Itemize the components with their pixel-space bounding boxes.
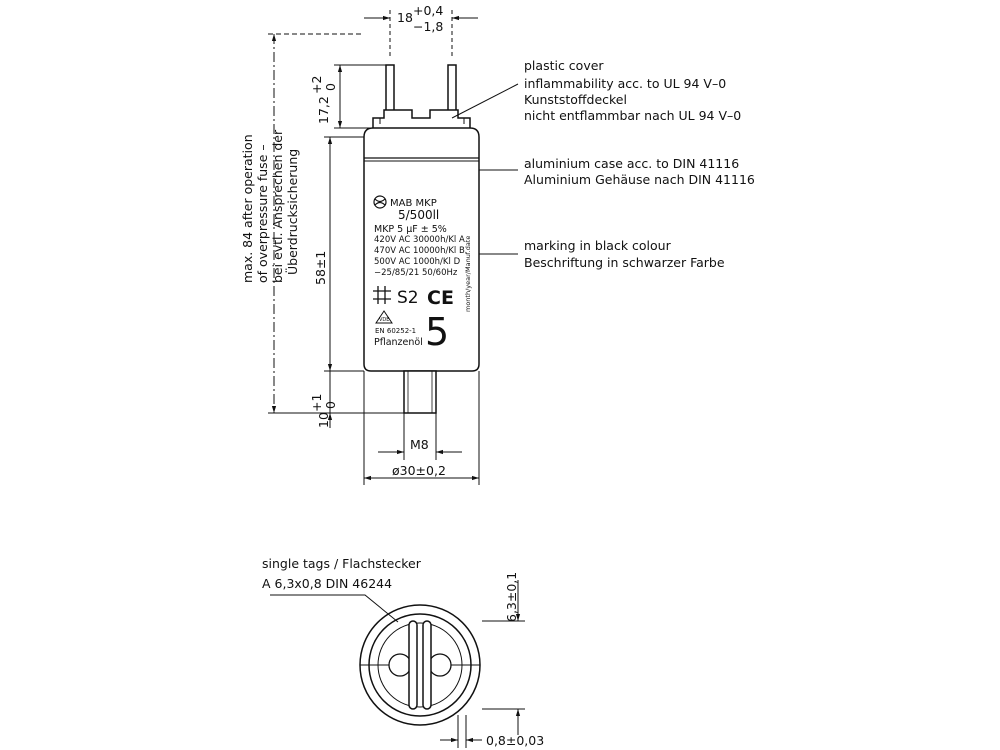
top-view-dimensions [440, 580, 525, 748]
label-row: −25/85/21 50/60Hz [374, 268, 458, 278]
dim-tag-spacing: 18 [397, 10, 413, 25]
plastic-cover [372, 109, 471, 128]
label-row: MKP 5 µF ± 5% [374, 224, 447, 235]
callout-line: marking in black colour [524, 238, 672, 253]
dim-tag-width: 6,3±0,1 [504, 572, 519, 622]
label-standard: EN 60252-1 [375, 327, 416, 335]
label-row: 500V AC 1000h/Kl D [374, 257, 461, 267]
label-brand: MAB MKP [390, 198, 437, 209]
label-row: 420V AC 30000h/Kl A [374, 235, 465, 245]
side-note-line: Überdrucksicherung [284, 149, 300, 275]
tags-note-line: single tags / Flachstecker [262, 556, 422, 571]
dim-body-length: 58±1 [313, 251, 328, 285]
side-note-line: bei evtl. Ansprechen der [270, 129, 285, 283]
label-lot: S2 [397, 288, 419, 308]
side-note-line: max. 84 after operation [240, 134, 255, 283]
callout-case: aluminium case acc. to DIN 41116 Alumini… [524, 156, 755, 187]
hash-icon [373, 286, 391, 304]
label-date-code: month/year/Manuf.date [464, 236, 472, 312]
vde-mark-icon: VDE [375, 310, 393, 324]
inner-ring [377, 622, 463, 708]
label-big-value: 5 [425, 310, 449, 354]
capacitor-side-view [363, 64, 480, 414]
side-note: max. 84 after operation of overpressure … [240, 129, 300, 283]
dim-stud-length-tol-upper: +1 [309, 394, 324, 412]
vde-mark-text: VDE [379, 317, 389, 323]
callout-cover: plastic cover inflammability acc. to UL … [524, 58, 741, 123]
tag-top-right [422, 620, 432, 710]
dim-stud-length: 10 [316, 412, 331, 428]
callout-marking: marking in black colour Beschriftung in … [524, 238, 725, 270]
callout-line: nicht entflammbar nach UL 94 V–0 [524, 108, 741, 123]
dim-thread: M8 [410, 437, 429, 452]
callout-line: Beschriftung in schwarzer Farbe [524, 255, 725, 270]
label-oil: Pflanzenöl [374, 337, 423, 348]
callout-line: Aluminium Gehäuse nach DIN 41116 [524, 172, 755, 187]
top-view [270, 594, 481, 726]
dim-stud-length-tol-lower: 0 [323, 401, 338, 409]
callout-line: plastic cover [524, 58, 604, 73]
label-rating-top: 5/500ll [398, 208, 439, 222]
dim-tag-height-tol-upper: +2 [309, 76, 324, 94]
dimension-labels: 18 +0,4 −1,8 17,2 +2 0 58±1 10 +1 0 M8 ø… [309, 3, 446, 478]
capacitor-label: MAB MKP 5/500ll MKP 5 µF ± 5% 420V AC 30… [373, 195, 472, 354]
callout-line: aluminium case acc. to DIN 41116 [524, 156, 739, 171]
dim-tag-spacing-tol-lower: −1,8 [413, 19, 443, 34]
tags-note-line: A 6,3x0,8 DIN 46244 [262, 576, 392, 591]
side-note-line: of overpressure fuse – [255, 144, 270, 283]
m8-stud [403, 370, 437, 414]
dim-tag-thickness: 0,8±0,03 [486, 733, 544, 748]
dim-tag-spacing-tol-upper: +0,4 [413, 3, 443, 18]
dim-diameter: ø30±0,2 [392, 463, 446, 478]
callout-leaders [451, 83, 519, 255]
brand-logo [373, 195, 387, 209]
dimension-lines [268, 10, 480, 485]
ce-mark: CE [427, 287, 454, 309]
rivet-left [388, 653, 412, 677]
dim-tag-height: 17,2 [316, 96, 331, 124]
tag-top-left [408, 620, 418, 710]
tags-note: single tags / Flachstecker A 6,3x0,8 DIN… [262, 556, 422, 591]
callout-line: Kunststoffdeckel [524, 92, 627, 107]
callout-line: inflammability acc. to UL 94 V–0 [524, 76, 726, 91]
dim-tag-height-tol-lower: 0 [323, 83, 338, 91]
label-row: 470V AC 10000h/Kl B [374, 246, 465, 256]
rivet-right [428, 653, 452, 677]
